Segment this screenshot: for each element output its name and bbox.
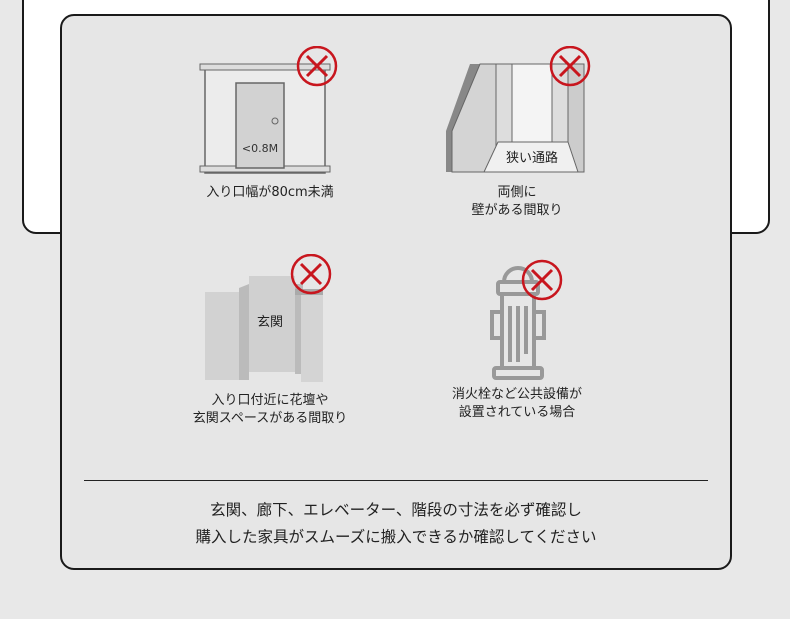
door-illustration: <0.8M: [199, 46, 338, 174]
caption-line: 両側に: [497, 185, 537, 200]
item-narrow-corridor: 狭い通路 両側に 壁がある間取り: [417, 46, 617, 220]
item-narrow-entrance: <0.8M 入り口幅が80cm未満: [170, 46, 370, 202]
entrance-illustration: 玄関: [205, 254, 332, 382]
divider: [84, 480, 708, 481]
entrance-label: 玄関: [257, 315, 283, 330]
note-line: 購入した家具がスムーズに搬入できるか確認してください: [195, 528, 597, 546]
corridor-label: 狭い通路: [506, 150, 558, 166]
item-entrance-space: 玄関 入り口付近に花壇や 玄関スペースがある間取り: [170, 254, 370, 428]
note-line: 玄関、廊下、エレベーター、階段の寸法を必ず確認し: [210, 501, 582, 519]
caution-note: 玄関、廊下、エレベーター、階段の寸法を必ず確認し 購入した家具がスムーズに搬入で…: [62, 497, 730, 551]
cross-icon: [549, 46, 591, 87]
hydrant-illustration: [490, 259, 563, 380]
caption-line: 入り口付近に花壇や: [211, 393, 329, 408]
caption-line: 玄関スペースがある間取り: [192, 411, 348, 426]
caption-line: 入り口幅が80cm未満: [206, 185, 334, 200]
caption-line: 設置されている場合: [458, 405, 576, 420]
item-fire-hydrant: 消火栓など公共設備が 設置されている場合: [417, 254, 617, 422]
width-label: <0.8M: [242, 142, 278, 155]
cross-icon: [296, 46, 338, 87]
cross-icon: [290, 254, 332, 295]
cross-icon: [521, 259, 563, 301]
caption-line: 消火栓など公共設備が: [451, 387, 582, 402]
caption-line: 壁がある間取り: [471, 203, 563, 218]
caution-panel: <0.8M 入り口幅が80cm未満 狭い通路 両側に 壁がある間取り: [60, 14, 732, 570]
corridor-illustration: 狭い通路: [446, 46, 591, 173]
